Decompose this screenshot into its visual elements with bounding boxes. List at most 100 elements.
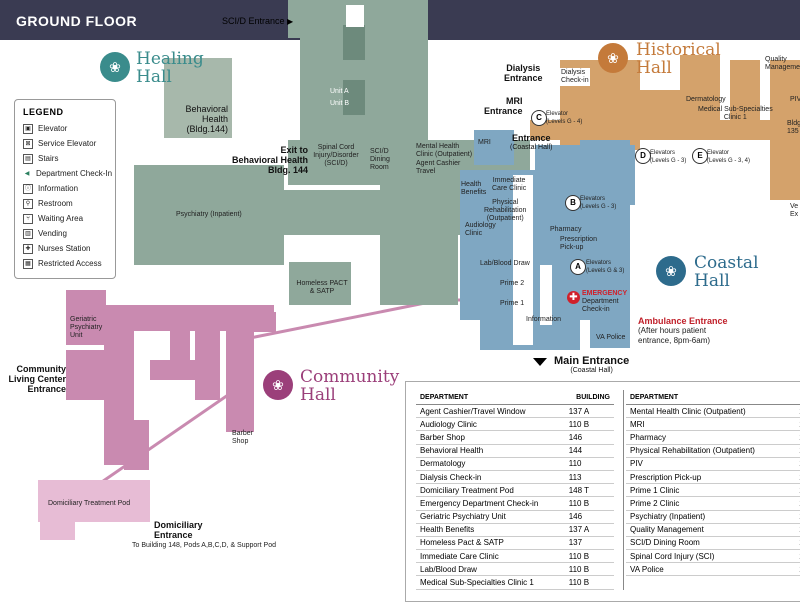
directory-header-row: DEPARTMENT — [626, 390, 800, 405]
emergency-cross-icon: ✚ — [567, 291, 580, 304]
travel-label: Travel — [416, 168, 436, 175]
elevator-b-icon: B — [565, 195, 581, 211]
vending-icon: ▥ — [23, 229, 33, 239]
elevator-icon: ▣ — [23, 124, 33, 134]
directory-header-row: DEPARTMENT BUILDING — [416, 390, 614, 405]
tan-buildings — [530, 55, 800, 200]
lab-blood-draw-label: Lab/Blood Draw — [480, 260, 530, 267]
table-row: Psychiatry (Inpatient)1 — [626, 510, 800, 524]
dermatology-label: Dermatology — [686, 96, 726, 103]
floor-title: GROUND FLOOR — [16, 13, 138, 29]
stairs-icon: ▤ — [23, 154, 33, 164]
prime-2-label: Prime 2 — [500, 280, 525, 287]
waiting-area-icon: ⑂ — [23, 214, 33, 224]
legend-title: LEGEND — [23, 107, 64, 117]
table-row: VA Police1 — [626, 562, 800, 577]
psychiatry-label: Psychiatry (Inpatient) — [176, 211, 242, 218]
legend-item-nurses-station: ✚Nurses Station — [23, 244, 90, 254]
directory-right-table: DEPARTMENT Mental Health Clinic (Outpati… — [626, 390, 800, 577]
legend-item-waiting-area: ⑂Waiting Area — [23, 214, 83, 224]
pink-buildings — [66, 290, 276, 470]
table-row: SCI/D Dining Room1 — [626, 536, 800, 551]
historical-hall-logo-icon: ❀ — [598, 43, 628, 73]
elevator-e-icon: E — [692, 148, 708, 164]
table-row: PIV1 — [626, 457, 800, 471]
legend-item-service-elevator: ⊠Service Elevator — [23, 139, 96, 149]
healing-hall-logo-icon: ❀ — [100, 52, 130, 82]
legend-item-vending: ▥Vending — [23, 229, 67, 239]
domiciliary-pod-label: Domiciliary Treatment Pod — [48, 500, 131, 507]
restricted-access-icon: ▦ — [23, 259, 33, 269]
mri-room-label: MRI — [478, 139, 491, 146]
agent-cashier-label: Agent Cashier — [416, 160, 461, 167]
legend-item-check-in: ◀Department Check-In — [24, 169, 113, 178]
building-header — [795, 390, 800, 405]
directory-left-table: DEPARTMENT BUILDING Agent Cashier/Travel… — [416, 390, 614, 590]
piv-label: PIV — [790, 96, 800, 103]
table-row: Prescription Pick-up1 — [626, 470, 800, 485]
legend-item-stairs: ▤Stairs — [23, 154, 58, 164]
elevators-a-label: Elevators(Levels G & 3) — [586, 260, 625, 274]
elevator-a-icon: A — [570, 259, 586, 275]
elevator-e-label: Elevator(Levels G - 3, 4) — [707, 150, 751, 164]
legend-item-elevator: ▣Elevator — [23, 124, 67, 134]
domiciliary-sub-label: To Building 148, Pods A,B,C,D, & Support… — [132, 542, 276, 549]
department-header: DEPARTMENT — [626, 390, 796, 405]
information-icon: ⓘ — [23, 184, 33, 194]
unit-a-label: Unit A — [330, 88, 349, 95]
elevator-d-icon: D — [635, 148, 651, 164]
table-row: Pharmacy1 — [626, 430, 800, 445]
nurses-station-icon: ✚ — [23, 244, 33, 254]
table-row: Spinal Cord Injury (SCI)1 — [626, 549, 800, 564]
elevators-d-label: Elevators(Levels G - 3) — [650, 150, 687, 164]
va-police-label: VA Police — [596, 334, 626, 341]
table-row: Physical Rehabilitation (Outpatient)1 — [626, 444, 800, 458]
table-divider — [623, 390, 624, 590]
pharmacy-label: Pharmacy — [550, 226, 582, 233]
table-row: Mental Health Clinic (Outpatient)1 — [626, 404, 800, 419]
information-label: Information — [526, 316, 562, 323]
check-in-icon: ◀ — [24, 170, 30, 177]
restroom-icon: ⚲ — [23, 199, 33, 209]
legend-panel: LEGEND ▣Elevator ⊠Service Elevator ▤Stai… — [14, 99, 116, 279]
service-elevator-icon: ⊠ — [23, 139, 33, 149]
coastal-entrance-label: Entrance(Coastal Hall) — [510, 133, 553, 151]
community-hall-logo-icon: ❀ — [263, 370, 293, 400]
